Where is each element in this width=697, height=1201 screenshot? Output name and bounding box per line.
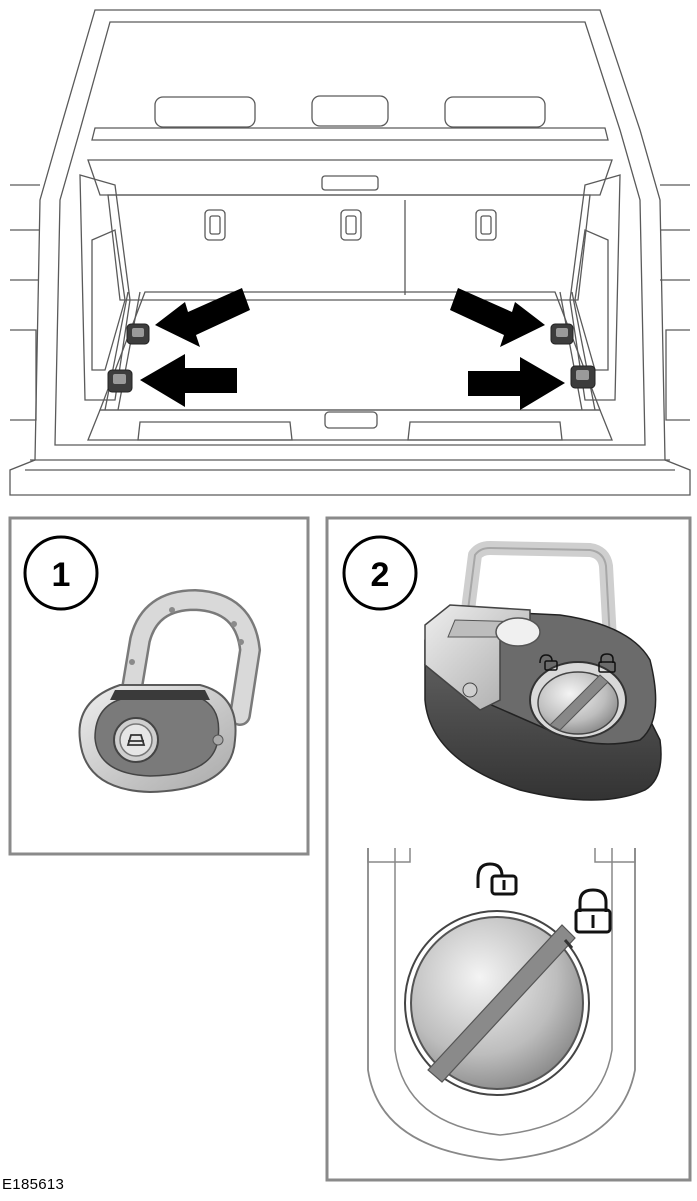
arrow-rear-left xyxy=(155,288,250,347)
arrow-front-left xyxy=(140,354,237,407)
padlock-open-small-icon xyxy=(539,654,558,671)
load-space-illustration xyxy=(9,9,691,496)
callout-2: 2 xyxy=(342,535,418,611)
lock-knob-detail xyxy=(367,848,636,1161)
padlock-closed-small-icon xyxy=(598,653,616,673)
arrow-rear-right xyxy=(450,288,545,347)
arrow-front-right xyxy=(468,357,565,410)
folding-tie-down-eye xyxy=(78,588,262,794)
tie-down-eye-rear-right xyxy=(550,323,574,345)
figure-reference-id: E185613 xyxy=(2,1176,65,1193)
svg-text:2: 2 xyxy=(371,556,390,594)
padlock-open-icon xyxy=(476,862,518,896)
svg-text:1: 1 xyxy=(52,556,71,594)
tie-down-eye-front-right xyxy=(570,365,596,389)
padlock-closed-icon xyxy=(574,888,612,934)
tie-down-eye-rear-left xyxy=(126,323,150,345)
tie-down-eye-front-left xyxy=(107,369,133,393)
lockable-tie-down-anchor xyxy=(424,541,662,801)
callout-1: 1 xyxy=(23,535,99,611)
